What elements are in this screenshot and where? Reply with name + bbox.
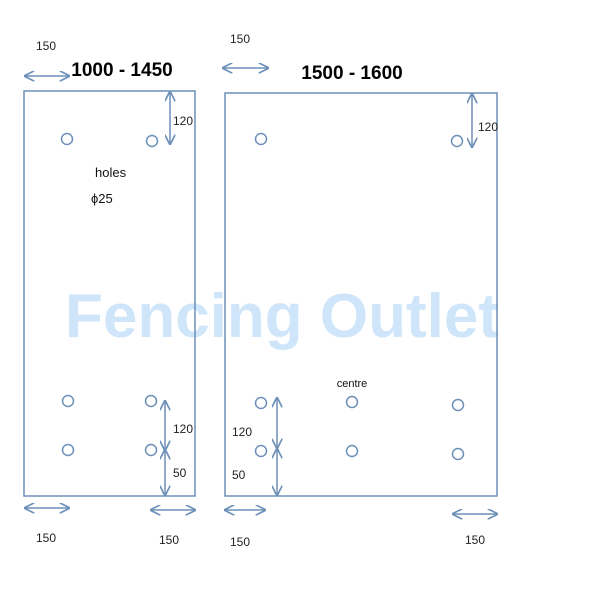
left-bottom-spacing-label: 120 (173, 422, 193, 436)
hole (451, 447, 465, 461)
hole (60, 132, 74, 146)
left-bottom-left-label: 150 (36, 531, 56, 545)
hole (254, 132, 268, 146)
left-bottom-edge-label: 50 (173, 466, 187, 480)
hole (450, 134, 464, 148)
hole (145, 134, 159, 148)
right-top-edge-label: 120 (478, 120, 498, 134)
hole (61, 394, 75, 408)
right-bottom-right-label: 150 (465, 533, 485, 547)
hole (345, 444, 359, 458)
hole (144, 443, 158, 457)
holes-size-label: ϕ25 (91, 191, 113, 206)
right-plate-title: 1500 - 1600 (301, 63, 402, 84)
left-plate-title: 1000 - 1450 (71, 60, 172, 81)
hole (345, 395, 359, 409)
right-bottom-spacing-label: 120 (232, 425, 252, 439)
right-bottom-left-label: 150 (230, 535, 250, 549)
holes-label: holes (95, 165, 127, 180)
right-top-offset-label: 150 (230, 32, 250, 46)
left-plate: 1000 - 1450 150 120 holes ϕ25 120 50 150… (23, 39, 196, 547)
left-bottom-right-label: 150 (159, 533, 179, 547)
hole (61, 443, 75, 457)
hole (144, 394, 158, 408)
right-plate-outline (224, 92, 498, 497)
right-plate: 1500 - 1600 150 120 centre 120 50 150 15… (223, 32, 498, 549)
watermark-text: Fencing Outlet (65, 282, 499, 351)
hole (254, 396, 268, 410)
left-plate-outline (23, 90, 196, 497)
left-top-edge-label: 120 (173, 114, 193, 128)
hole (451, 398, 465, 412)
hole (254, 444, 268, 458)
centre-label: centre (337, 378, 368, 390)
right-bottom-edge-label: 50 (232, 468, 246, 482)
left-top-offset-label: 150 (36, 39, 56, 53)
